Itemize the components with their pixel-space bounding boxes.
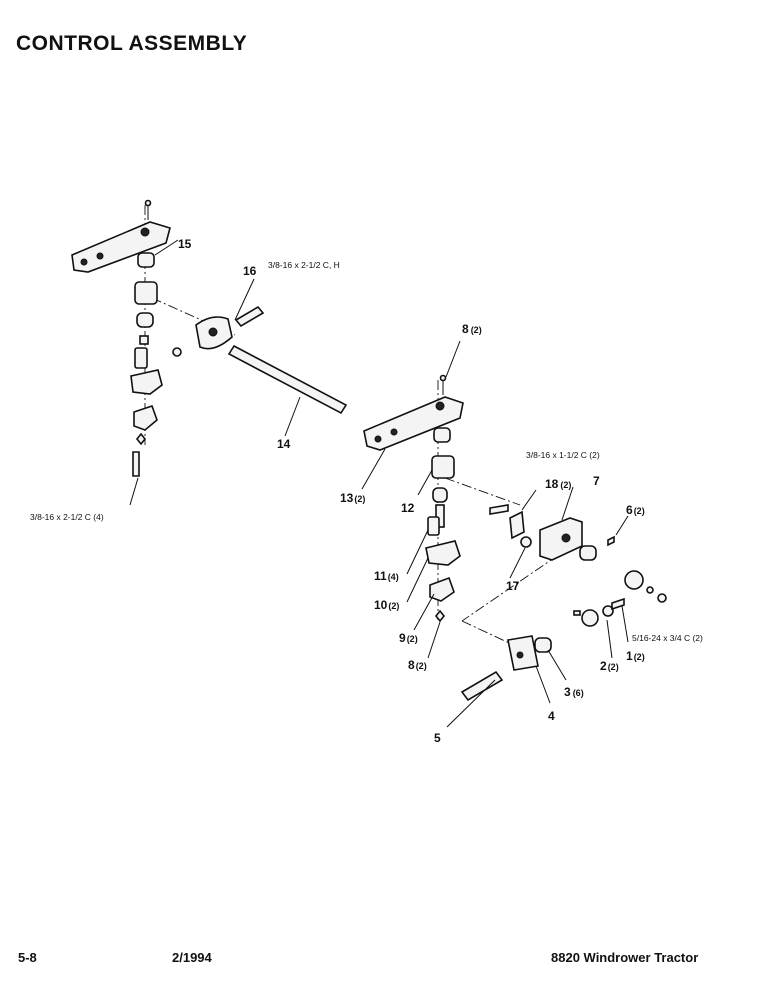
callout-4: 4 [548,709,555,723]
callout-2: 2(2) [600,659,619,673]
callout-8-bottom: 8(2) [408,658,427,672]
callout-8-top: 8(2) [462,322,482,336]
spec-bolt-left: 3/8-16 x 2-1/2 C (4) [30,512,104,522]
shaft-14 [227,344,348,415]
spec-labels: 3/8-16 x 2-1/2 C, H 3/8-16 x 2-1/2 C (4)… [30,260,703,643]
spec-bolt-1: 5/16-24 x 3/4 C (2) [632,633,703,643]
page-title: CONTROL ASSEMBLY [16,32,248,55]
left-stack-parts [130,252,182,477]
leader-lines [129,239,629,728]
spec-bolt-16: 3/8-16 x 2-1/2 C, H [268,260,340,270]
right-stack-parts [425,427,461,623]
callout-15: 15 [178,237,192,251]
lower-parts [460,597,625,702]
footer-date: 2/1994 [172,950,212,965]
callout-7: 7 [593,474,600,488]
footer-page-number: 5-8 [18,950,37,965]
callout-10: 10(2) [374,598,399,612]
block-7 [539,517,583,561]
footer-model: 8820 Windrower Tractor [551,950,699,965]
left-plate-16 [195,305,265,350]
callout-13: 13(2) [340,491,365,505]
callout-12: 12 [401,501,415,515]
callout-9: 9(2) [399,631,418,645]
callout-3: 3(6) [564,685,584,699]
callouts: 15 16 14 8(2) 13(2) 12 11(4) 10(2) 9(2) … [178,237,645,745]
right-small-parts [579,535,667,603]
callout-6: 6(2) [626,503,645,517]
left-lever-arm [71,199,171,273]
callout-18: 18(2) [545,477,571,491]
callout-5: 5 [434,731,441,745]
right-lever-arm [363,374,464,451]
callout-1: 1(2) [626,649,645,663]
bracket-18-17 [489,504,532,548]
callout-17: 17 [506,579,520,593]
callout-14: 14 [277,437,291,451]
spec-bolt-18: 3/8-16 x 1-1/2 C (2) [526,450,600,460]
callout-11: 11(4) [374,569,399,583]
callout-16: 16 [243,264,257,278]
